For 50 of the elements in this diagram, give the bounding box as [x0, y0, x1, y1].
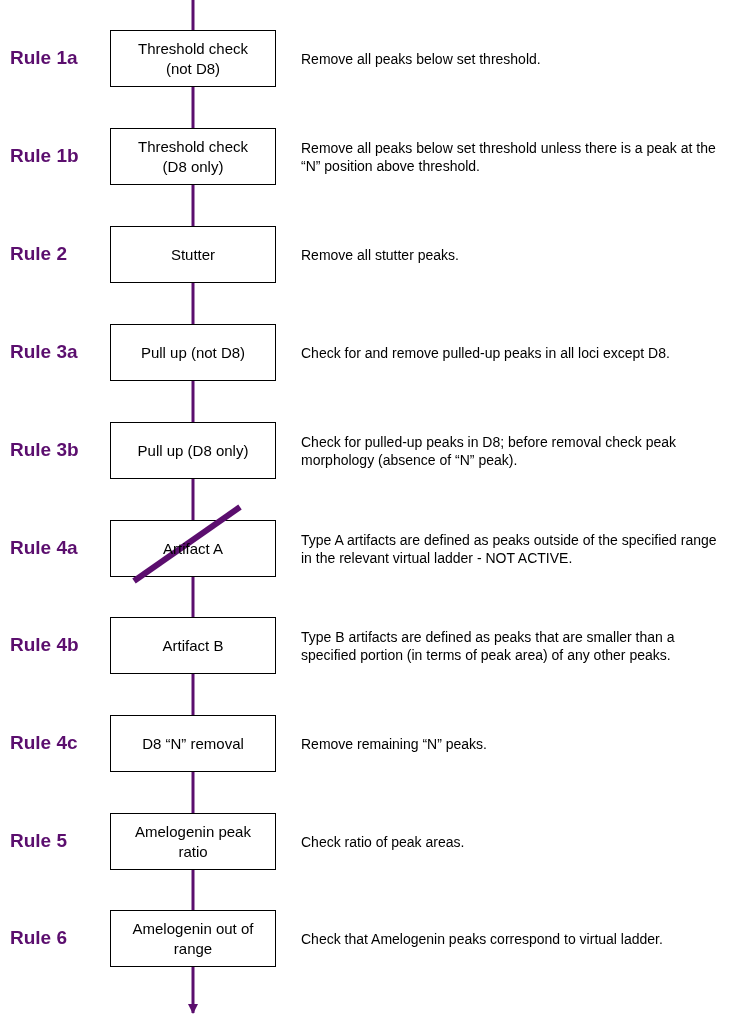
box-text: Amelogenin peak ratio	[134, 821, 252, 862]
rule-description: Check ratio of peak areas.	[301, 832, 465, 851]
process-box	[110, 324, 276, 381]
connector-line	[188, 967, 198, 1014]
connector-line	[191, 185, 195, 226]
process-box	[110, 617, 276, 674]
rule-label: Rule 6	[10, 926, 68, 951]
box-text: Threshold check (D8 only)	[136, 136, 250, 177]
rule-label: Rule 4c	[10, 731, 78, 756]
connector-line	[191, 577, 195, 617]
rule-description: Remove all stutter peaks.	[301, 245, 459, 264]
rule-label: Rule 2	[10, 242, 68, 267]
rule-label: Rule 5	[10, 829, 68, 854]
box-text: Threshold check (not D8)	[136, 38, 250, 79]
rule-label: Rule 4b	[10, 633, 79, 658]
rule-label: Rule 3b	[10, 438, 79, 463]
box-text: Artifact B	[162, 635, 224, 656]
process-box	[110, 813, 276, 870]
process-box	[110, 226, 276, 283]
rule-description: Remove all peaks below set threshold unless there is a peak at the “N” position above threshold.	[301, 138, 717, 175]
rule-description: Check for and remove pulled-up peaks in all loci except D8.	[301, 343, 670, 362]
rule-description: Remove remaining “N” peaks.	[301, 734, 487, 753]
process-box	[110, 128, 276, 185]
rule-description: Check for pulled-up peaks in D8; before removal check peak morphology (absence of “N” peak).	[301, 432, 678, 469]
connector-line	[191, 87, 195, 128]
process-box	[110, 910, 276, 967]
box-text: Amelogenin out of range	[131, 918, 255, 959]
connector-line	[191, 674, 195, 715]
connector-line	[191, 772, 195, 813]
connector-line	[191, 479, 195, 520]
rule-label: Rule 3a	[10, 340, 78, 365]
connector-line	[191, 870, 195, 910]
rule-label: Rule 1a	[10, 46, 78, 71]
rule-description: Remove all peaks below set threshold.	[301, 49, 541, 68]
box-text: Pull up (D8 only)	[137, 440, 249, 461]
connector-line	[191, 0, 195, 30]
rule-label: Rule 4a	[10, 536, 78, 561]
rule-label: Rule 1b	[10, 144, 79, 169]
box-text: Pull up (not D8)	[140, 342, 246, 363]
connector-line	[191, 381, 195, 422]
process-box	[110, 715, 276, 772]
process-box	[110, 422, 276, 479]
rule-description: Check that Amelogenin peaks correspond to virtual ladder.	[301, 929, 663, 948]
rule-description: Type A artifacts are defined as peaks outside of the specified range in the relevant virtual ladder - NOT ACTIVE.	[301, 530, 718, 567]
box-text: D8 “N” removal	[142, 733, 244, 754]
box-text: Stutter	[170, 244, 216, 265]
process-box	[110, 30, 276, 87]
connector-line	[191, 283, 195, 324]
rule-description: Type B artifacts are defined as peaks that are smaller than a specified portion (in terms of peak area) of any other peaks.	[301, 627, 676, 664]
process-box	[110, 520, 276, 577]
